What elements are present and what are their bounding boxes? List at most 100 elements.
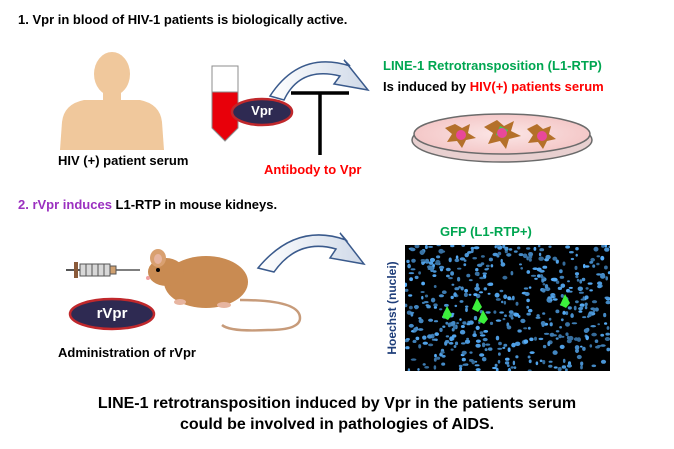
nucleus-dot [591, 332, 597, 337]
nucleus-dot [545, 254, 551, 260]
nucleus-dot [604, 245, 608, 248]
nucleus-dot [504, 361, 510, 365]
nucleus-dot [578, 307, 584, 311]
nucleus-dot [535, 316, 541, 319]
nucleus-dot [439, 250, 446, 253]
nucleus-dot [488, 257, 493, 262]
nucleus-dot [424, 245, 428, 250]
nucleus-dot [604, 337, 610, 341]
nucleus-dot [580, 361, 584, 366]
nucleus-dot [409, 311, 415, 314]
nucleus-dot [458, 285, 461, 289]
nucleus-dot [591, 364, 597, 368]
nucleus-dot [441, 290, 447, 294]
nucleus-dot [409, 305, 413, 310]
nucleus-dot [580, 298, 585, 301]
nucleus-dot [450, 295, 454, 300]
nucleus-dot [530, 274, 537, 277]
nucleus-dot [482, 342, 486, 348]
conclusion-line1: LINE-1 retrotransposition induced by Vpr… [97, 395, 577, 412]
nucleus-dot [475, 268, 479, 272]
nucleus-dot [461, 342, 466, 345]
nucleus-dot [585, 335, 589, 341]
nucleus-dot [433, 320, 439, 323]
nucleus-dot [445, 267, 451, 272]
nucleus-dot [495, 298, 501, 301]
nucleus-dot [450, 348, 454, 351]
nucleus-dot [601, 245, 605, 248]
nucleus-dot [552, 298, 558, 301]
nucleus-dot [565, 332, 569, 336]
nucleus-dot [590, 257, 595, 262]
nucleus-dot [553, 366, 558, 369]
nucleus-dot [528, 252, 534, 257]
nucleus-dot [561, 365, 567, 369]
nucleus-dot [489, 321, 494, 325]
nucleus-dot [503, 300, 507, 305]
nucleus-dot [465, 307, 468, 313]
nucleus-dot [411, 258, 416, 263]
nucleus-dot [410, 358, 417, 361]
nucleus-dot [408, 323, 414, 328]
nucleus-dot [448, 277, 453, 280]
nucleus-dot [585, 287, 589, 290]
nucleus-dot [405, 282, 408, 287]
nucleus-dot [433, 365, 437, 370]
nucleus-dot [538, 245, 541, 248]
nucleus-dot [508, 248, 513, 251]
nucleus-dot [560, 318, 564, 322]
nucleus-dot [479, 331, 484, 335]
nucleus-dot [458, 364, 463, 368]
nucleus-dot [412, 339, 417, 342]
nucleus-dot [513, 250, 518, 253]
nucleus-dot [492, 252, 499, 257]
nucleus-dot [589, 344, 593, 348]
induced-highlight: HIV(+) patients serum [469, 79, 604, 94]
nucleus-dot [484, 348, 488, 352]
nucleus-dot [600, 359, 607, 364]
nucleus-dot [560, 294, 564, 298]
cell-icon [527, 124, 556, 149]
nucleus-dot [445, 335, 450, 338]
nucleus-dot [473, 315, 478, 321]
nucleus-dot [562, 311, 566, 315]
nucleus-dot [428, 343, 434, 347]
nucleus-dot [439, 265, 445, 270]
nucleus-dot [424, 366, 430, 369]
nucleus-dot [479, 353, 485, 357]
nucleus-dot [504, 246, 509, 251]
nucleus-dot [507, 368, 512, 371]
nucleus-dot [534, 277, 538, 280]
syringe-icon [66, 262, 140, 278]
rvpr-oval [68, 297, 156, 331]
nucleus-dot [555, 337, 559, 340]
nucleus-dot [414, 307, 418, 310]
nucleus-dot [491, 366, 498, 370]
nucleus-dot [590, 325, 596, 328]
nucleus-dot [592, 264, 596, 268]
nucleus-dot [450, 271, 454, 276]
nucleus-dot [513, 312, 520, 317]
conclusion: LINE-1 retrotransposition induced by Vpr… [0, 393, 674, 435]
nucleus-dot [466, 337, 469, 340]
nucleus-dot [446, 274, 450, 278]
nucleus-dot [544, 284, 549, 289]
nucleus-dot [405, 303, 408, 308]
nucleus-dot [497, 251, 502, 256]
nucleus-dot [557, 367, 562, 371]
nucleus-dot [528, 286, 532, 289]
nucleus-dot [475, 343, 481, 348]
nucleus-dot [565, 245, 570, 249]
nucleus-dot [542, 312, 546, 315]
nucleus-dot [420, 259, 426, 262]
nucleus-dot [537, 274, 541, 278]
nucleus-dot [575, 275, 579, 279]
nucleus-dot [473, 246, 480, 250]
nucleus-dot [581, 277, 586, 282]
nucleus-dot [418, 318, 424, 324]
nucleus-dot [506, 253, 512, 257]
nucleus-dot [497, 347, 503, 350]
nucleus-dot [548, 317, 552, 321]
nucleus-dot [538, 337, 544, 341]
nucleus-dot [517, 329, 522, 333]
